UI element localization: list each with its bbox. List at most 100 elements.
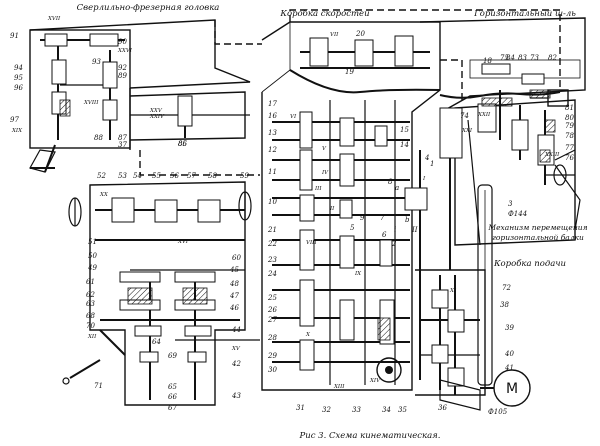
part-number: 46 bbox=[229, 304, 239, 312]
part-number: 91 bbox=[10, 32, 19, 40]
speed-box-frame bbox=[261, 21, 441, 391]
part-number: 78 bbox=[565, 132, 574, 140]
part-number: 42 bbox=[231, 360, 241, 368]
part-number: 32 bbox=[322, 406, 331, 414]
part-number: 85 bbox=[178, 140, 187, 148]
small-label-b: b bbox=[405, 216, 410, 224]
shaft-label: IX bbox=[354, 271, 362, 277]
part-number: 94 bbox=[14, 64, 23, 72]
part-number: 9 bbox=[360, 214, 365, 222]
shaft-label: II bbox=[329, 206, 335, 212]
part-number: 86 bbox=[178, 140, 187, 148]
beam-wave bbox=[439, 91, 581, 231]
part-number: 77 bbox=[565, 144, 574, 152]
part-number: 65 bbox=[168, 383, 177, 391]
small-label-ii: II bbox=[411, 226, 418, 234]
shaft-label: I bbox=[422, 176, 426, 182]
shaft-label: XI bbox=[449, 288, 457, 294]
part-number: 56 bbox=[170, 172, 179, 180]
part-number: 7 bbox=[380, 214, 385, 222]
part-number: 24 bbox=[267, 270, 277, 278]
part-number: 45 bbox=[229, 266, 239, 274]
part-number: 90 bbox=[118, 38, 127, 46]
part-number: 84 bbox=[506, 54, 515, 62]
part-number: 64 bbox=[152, 338, 161, 346]
shaft-label: XV bbox=[231, 346, 241, 352]
part-number: 53 bbox=[118, 172, 127, 180]
part-number: 60 bbox=[232, 254, 241, 262]
part-number: 41 bbox=[504, 364, 514, 372]
part-number: 88 bbox=[94, 134, 103, 142]
part-number: 33 bbox=[352, 406, 361, 414]
part-number: 34 bbox=[382, 406, 391, 414]
part-number: 18 bbox=[483, 57, 492, 65]
part-number: 44 bbox=[231, 326, 241, 334]
part-number: 20 bbox=[355, 30, 365, 38]
shaft-label: X bbox=[305, 332, 311, 338]
part-number: 62 bbox=[86, 291, 95, 299]
part-number: 68 bbox=[86, 312, 95, 320]
belt-size-bottom: Ф105 bbox=[488, 408, 508, 416]
part-number: 95 bbox=[14, 74, 23, 82]
shaft-label: VII bbox=[330, 32, 339, 38]
part-number: 75 bbox=[500, 54, 509, 62]
part-number: 81 bbox=[565, 104, 574, 112]
part-number: 28 bbox=[267, 334, 277, 342]
part-number: 71 bbox=[94, 382, 103, 390]
part-number: 67 bbox=[168, 404, 177, 412]
shaft-label: XXIV bbox=[149, 114, 165, 120]
part-number: 48 bbox=[229, 280, 239, 288]
part-number: 74 bbox=[460, 112, 469, 120]
belt-size-top: Ф144 bbox=[508, 210, 527, 218]
part-number: 2 bbox=[391, 240, 397, 248]
part-number: 69 bbox=[168, 352, 177, 360]
part-number: 3 bbox=[508, 200, 513, 208]
part-number: 63 bbox=[86, 300, 95, 308]
part-number: 82 bbox=[548, 54, 557, 62]
small-label-i: i bbox=[394, 226, 396, 234]
shaft-label: III bbox=[314, 186, 322, 192]
motor-icon bbox=[480, 369, 531, 407]
part-number: 96 bbox=[14, 84, 23, 92]
part-number: 39 bbox=[505, 324, 514, 332]
part-number: 8 bbox=[388, 178, 393, 186]
mechanism-title-line2: горизонтальной балки bbox=[492, 233, 584, 242]
part-number: 26 bbox=[267, 306, 277, 314]
part-number: 49 bbox=[87, 264, 97, 272]
part-number: 36 bbox=[438, 404, 447, 412]
part-number: 70 bbox=[86, 322, 95, 330]
part-number: 93 bbox=[92, 58, 101, 66]
dashed-links bbox=[139, 9, 561, 176]
shaft-label: XIX bbox=[11, 128, 23, 134]
region-labels: Сверлильно-фрезерная головка Коробка ско… bbox=[77, 3, 588, 441]
part-number: 35 bbox=[398, 406, 407, 414]
part-number: 10 bbox=[268, 198, 277, 206]
part-number: 87 bbox=[118, 134, 127, 142]
shaft-label: XX bbox=[99, 192, 109, 198]
part-number: 73 bbox=[530, 54, 539, 62]
part-number: 55 bbox=[152, 172, 161, 180]
part-number: 30 bbox=[268, 366, 277, 374]
part-number: 38 bbox=[500, 301, 509, 309]
shaft-label: XXII bbox=[477, 112, 491, 118]
part-number: 27 bbox=[267, 316, 277, 324]
part-number: 61 bbox=[86, 278, 95, 286]
mechanism-title-line1: Механизм перемещения bbox=[487, 223, 587, 232]
handwheels bbox=[29, 144, 252, 385]
part-number: 37 bbox=[118, 141, 127, 149]
shaft-label: XII bbox=[87, 334, 97, 340]
part-number: 23 bbox=[267, 256, 277, 264]
speed-box-title: Коробка скоростей bbox=[279, 8, 369, 19]
part-number: 54 bbox=[133, 172, 142, 180]
part-number: 19 bbox=[345, 68, 354, 76]
part-number: 31 bbox=[296, 404, 305, 412]
part-number: 29 bbox=[267, 352, 277, 360]
horizontal-spindle-title: Горизонтальный ш-ль bbox=[473, 9, 576, 19]
part-number: 13 bbox=[268, 129, 277, 137]
part-number: 17 bbox=[268, 100, 277, 108]
shaft-label: V bbox=[322, 146, 327, 152]
part-number: 72 bbox=[502, 284, 511, 292]
part-number: 1 bbox=[430, 160, 434, 168]
part-number: 15 bbox=[400, 126, 409, 134]
